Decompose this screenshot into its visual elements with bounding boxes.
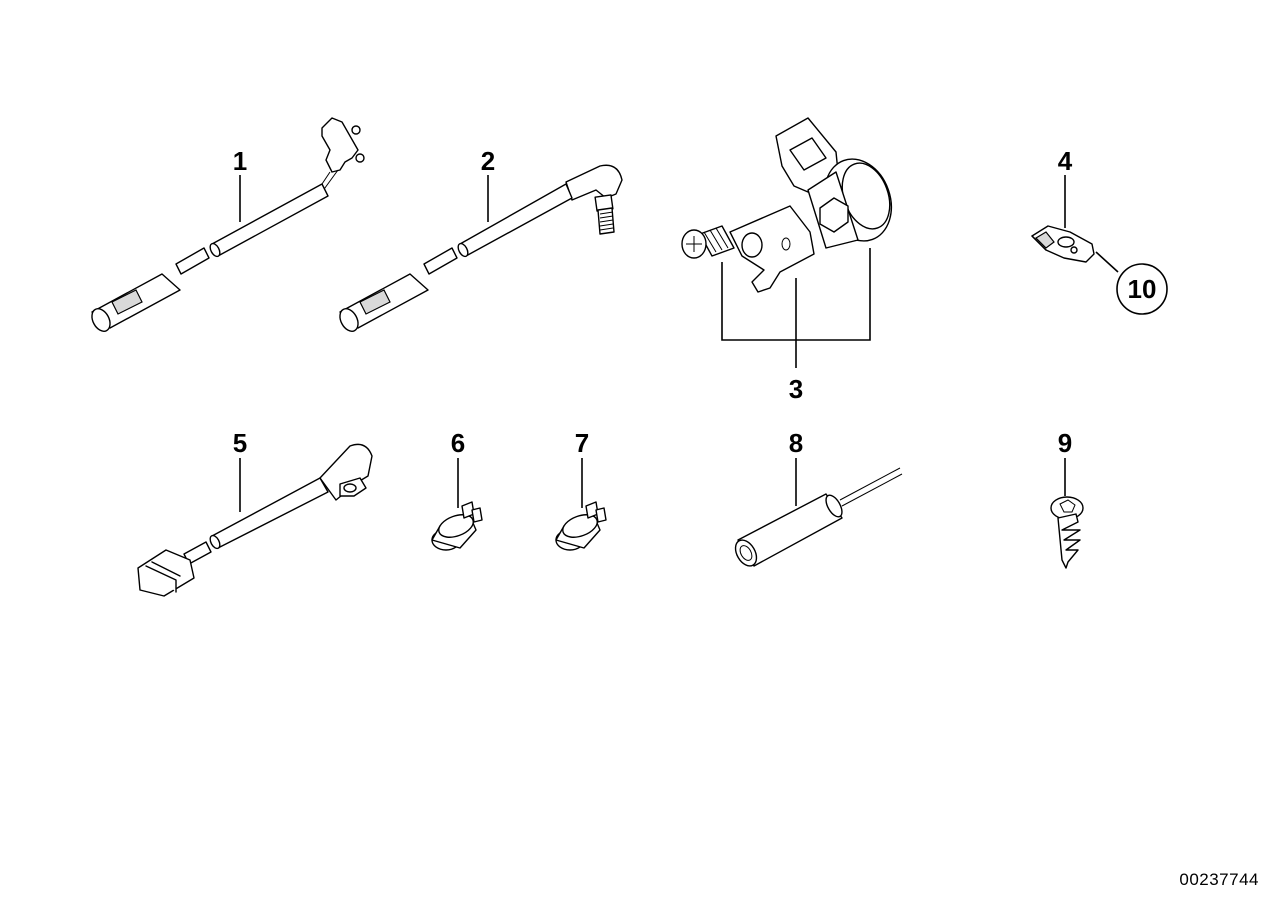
callout-1[interactable]: 1 — [233, 146, 247, 176]
part-3-sensor-assembly[interactable] — [681, 117, 902, 293]
part-8-cylindrical-sensor[interactable] — [731, 467, 903, 570]
callout-9[interactable]: 9 — [1058, 428, 1072, 458]
part-6-pressure-switch[interactable] — [431, 501, 483, 551]
part-4-clip[interactable] — [1031, 225, 1095, 263]
part-9-screw[interactable] — [1050, 496, 1084, 569]
callout-4[interactable]: 4 — [1058, 146, 1073, 176]
part-2-sensor-cable-elbow[interactable] — [336, 164, 623, 334]
callout-2[interactable]: 2 — [481, 146, 495, 176]
callout-10-circle — [1116, 263, 1168, 315]
callout-5[interactable]: 5 — [233, 428, 247, 458]
callout-3[interactable]: 3 — [789, 374, 803, 404]
leader-line-10 — [1095, 251, 1119, 273]
callout-6[interactable]: 6 — [451, 428, 465, 458]
callout-7[interactable]: 7 — [575, 428, 589, 458]
part-1-sensor-cable[interactable] — [88, 117, 365, 334]
callout-10[interactable]: 10 — [1128, 274, 1157, 304]
part-7-pressure-switch[interactable] — [555, 501, 607, 551]
diagram-number: 00237744 — [1179, 870, 1259, 889]
part-5-sensor-cable-plug[interactable] — [137, 443, 373, 597]
callout-8[interactable]: 8 — [789, 428, 803, 458]
